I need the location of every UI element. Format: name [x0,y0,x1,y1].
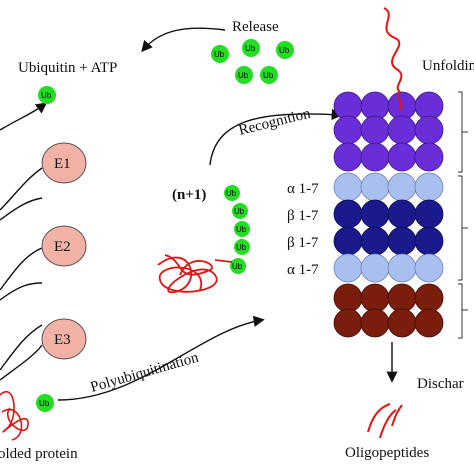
alpha-label-bottom: α 1-7 [287,262,319,278]
unfolded-protein-tangle [0,391,29,441]
ubiquitin-released-group: Ub Ub Ub Ub Ub [211,39,294,84]
ubiquitin-single: Ub [38,86,56,104]
ub-label: Ub [263,71,274,80]
ub-label: Ub [214,50,225,59]
oligopeptides-label: Oligopeptides [345,445,429,461]
beta-label-1: β 1-7 [287,208,319,224]
e-cycle-arcs [0,102,48,381]
ubiquitin-chain: Ub Ub Ub Ub Ub [224,185,250,274]
oligopeptides [367,403,403,439]
unfolded-protein-label: olded protein [0,446,78,462]
ubiquitin-atp-label: Ubiquitin + ATP [18,60,117,76]
beta-label-2: β 1-7 [287,235,319,251]
ub-label: Ub [236,225,247,234]
alpha-ring-top [333,172,444,202]
ub-label: Ub [232,262,243,271]
beta-rings [333,199,444,256]
e1-label: E1 [54,156,71,172]
ub-label: Ub [245,44,256,53]
right-brackets [458,91,468,339]
regulatory-cap-top [333,91,444,172]
e3-node: E3 [41,318,87,360]
e2-label: E2 [54,239,71,255]
unfolding-label: Unfolding [422,58,474,74]
ub-label: Ub [39,399,50,408]
unfolding-strand [383,7,403,93]
unfolding-strand-tail [397,91,403,111]
e1-node: E1 [41,142,87,184]
substrate-tangle [157,254,233,293]
ub-label: Ub [234,207,245,216]
ub-label: Ub [238,71,249,80]
discharge-label: Dischar [417,376,464,392]
ub-label: Ub [236,243,247,252]
alpha-ring-bottom [333,253,444,283]
release-label: Release [232,19,279,35]
e2-node: E2 [41,225,87,267]
recognition-label: Recognition [237,105,313,138]
ubiquitin-bottom: Ub [36,394,54,412]
e3-label: E3 [54,332,71,348]
proteasome [333,91,444,338]
release-arrow [141,27,226,53]
polyubiquitination-arrow [57,315,265,401]
regulatory-cap-bottom [333,283,444,338]
ub-label: Ub [226,189,237,198]
polyubiquitination-label: Polyubiquitination [89,350,201,396]
n-plus-1-label: (n+1) [172,187,206,203]
ub-label: Ub [41,91,52,100]
alpha-label-top: α 1-7 [287,181,319,197]
recognition-arrow [209,108,343,166]
ub-label: Ub [279,46,290,55]
